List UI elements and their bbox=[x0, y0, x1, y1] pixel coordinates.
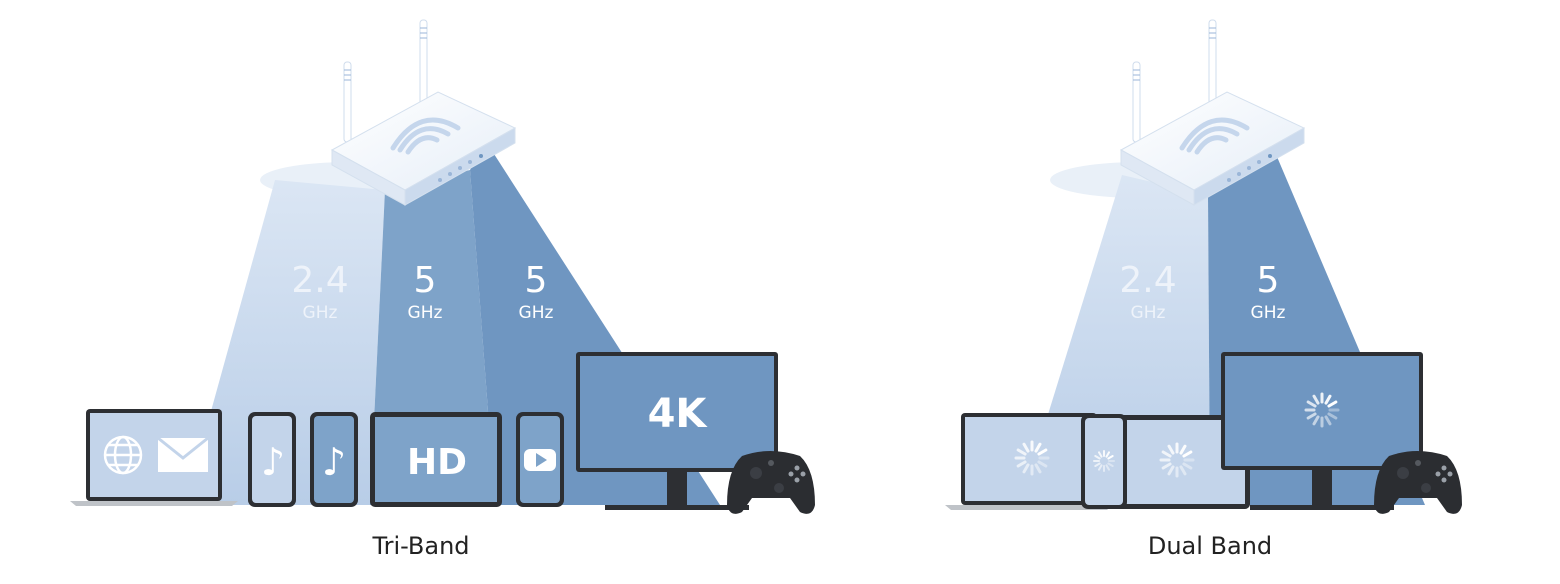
spinner-tick bbox=[1179, 465, 1187, 476]
music-note-icon: ♪ bbox=[322, 440, 346, 484]
phone bbox=[1081, 414, 1127, 509]
loading-spinner-icon bbox=[1014, 440, 1050, 476]
band-label-value: 5 bbox=[525, 260, 548, 301]
spinner-tick bbox=[1016, 460, 1027, 468]
phone: ♪ bbox=[248, 412, 296, 507]
laptop bbox=[70, 409, 238, 506]
spinner-tick bbox=[1016, 448, 1027, 456]
phone: ♪ bbox=[310, 412, 358, 507]
router bbox=[330, 91, 517, 206]
spinner-tick bbox=[1107, 462, 1114, 467]
spinner-tick bbox=[1034, 463, 1042, 474]
band-label-value: 2.4 bbox=[291, 260, 348, 301]
globe-icon bbox=[103, 435, 143, 475]
spinner-tick bbox=[1022, 463, 1030, 474]
spinner-tick bbox=[1324, 394, 1332, 405]
spinner-tick bbox=[1179, 444, 1187, 455]
phone bbox=[516, 412, 564, 507]
game-controller-icon bbox=[727, 451, 815, 514]
band-label-unit: GHz bbox=[1131, 303, 1166, 323]
loading-spinner-icon bbox=[1159, 442, 1195, 478]
mail-icon bbox=[157, 436, 209, 472]
play-icon bbox=[524, 449, 556, 471]
dual-band-caption: Dual Band bbox=[1147, 532, 1273, 560]
spinner-tick bbox=[1107, 455, 1114, 460]
tri-band-caption: Tri-Band bbox=[372, 532, 470, 560]
monitor bbox=[1221, 352, 1423, 510]
spinner-tick bbox=[1327, 400, 1338, 408]
spinner-tick bbox=[1105, 451, 1110, 458]
spinner-tick bbox=[1167, 444, 1175, 455]
band-label-unit: GHz bbox=[519, 303, 554, 323]
spinner-tick bbox=[1098, 451, 1103, 458]
tri-band-panel: 2.4 GHz 5 GHz 5 GHz ♪ bbox=[70, 19, 815, 514]
spinner-tick bbox=[1327, 412, 1338, 420]
router-antennas bbox=[343, 19, 428, 143]
spinner-tick bbox=[1306, 400, 1317, 408]
laptop bbox=[945, 413, 1113, 510]
monitor-screen-label: 4K bbox=[648, 391, 709, 437]
spinner-tick bbox=[1161, 450, 1172, 458]
game-controller-icon bbox=[1374, 451, 1462, 514]
spinner-tick bbox=[1094, 462, 1101, 467]
spinner-tick bbox=[1037, 448, 1048, 456]
spinner-tick bbox=[1037, 460, 1048, 468]
spinner-tick bbox=[1182, 462, 1193, 470]
spinner-tick bbox=[1034, 442, 1042, 453]
loading-spinner-icon bbox=[1093, 450, 1115, 472]
dual-band-panel: 2.4 GHz 5 GHz bbox=[945, 19, 1462, 514]
band-label-value: 5 bbox=[414, 260, 437, 301]
wifi-icon bbox=[390, 117, 461, 155]
band-label-unit: GHz bbox=[408, 303, 443, 323]
spinner-tick bbox=[1312, 394, 1320, 405]
router-antennas bbox=[1132, 19, 1217, 143]
spinner-tick bbox=[1098, 464, 1103, 471]
band-label-unit: GHz bbox=[303, 303, 338, 323]
wifi-icon bbox=[1179, 117, 1250, 155]
spinner-tick bbox=[1022, 442, 1030, 453]
spinner-tick bbox=[1167, 465, 1175, 476]
spinner-tick bbox=[1094, 455, 1101, 460]
loading-spinner-icon bbox=[1304, 392, 1340, 428]
band-label-value: 2.4 bbox=[1119, 260, 1176, 301]
spinner-tick bbox=[1324, 415, 1332, 426]
spinner-tick bbox=[1306, 412, 1317, 420]
spinner-tick bbox=[1312, 415, 1320, 426]
band-label-value: 5 bbox=[1257, 260, 1280, 301]
monitor: 4K bbox=[576, 352, 778, 510]
band-label-unit: GHz bbox=[1251, 303, 1286, 323]
tablet: HD bbox=[370, 412, 502, 507]
spinner-tick bbox=[1182, 450, 1193, 458]
router bbox=[1119, 91, 1306, 206]
tablet-screen-label: HD bbox=[407, 442, 467, 483]
music-note-icon: ♪ bbox=[261, 440, 285, 484]
spinner-tick bbox=[1161, 462, 1172, 470]
spinner-tick bbox=[1105, 464, 1110, 471]
